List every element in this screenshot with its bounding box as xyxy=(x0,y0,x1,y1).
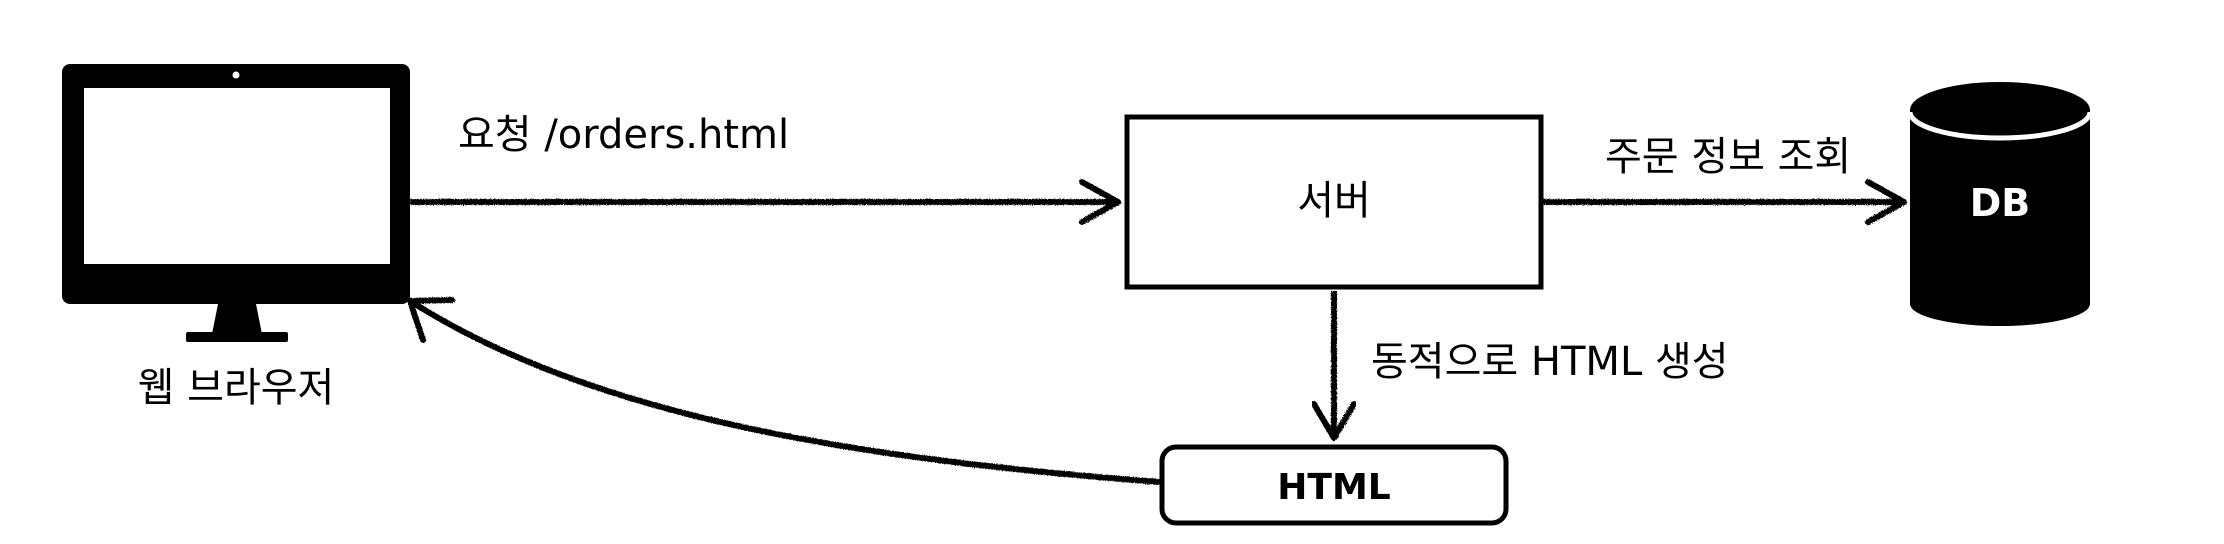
browser-node: 웹 브라우저 xyxy=(62,64,410,411)
generate-arrow xyxy=(1311,291,1357,441)
monitor-icon xyxy=(62,64,410,342)
request-label: 요청 /orders.html xyxy=(458,112,789,158)
database-cylinder-icon xyxy=(1907,82,2093,326)
generate-label: 동적으로 HTML 생성 xyxy=(1371,339,1729,385)
response-arrow xyxy=(407,297,1163,485)
query-label: 주문 정보 조회 xyxy=(1605,134,1851,180)
database-label: DB xyxy=(1970,181,2031,225)
query-arrow xyxy=(1543,179,1907,225)
request-arrow xyxy=(410,179,1121,225)
database-node: DB xyxy=(1907,82,2093,326)
html-label: HTML xyxy=(1277,467,1390,508)
server-node: 서버 xyxy=(1124,114,1544,290)
browser-label: 웹 브라우저 xyxy=(138,365,335,411)
server-label: 서버 xyxy=(1297,178,1371,224)
html-node: HTML xyxy=(1159,444,1509,526)
